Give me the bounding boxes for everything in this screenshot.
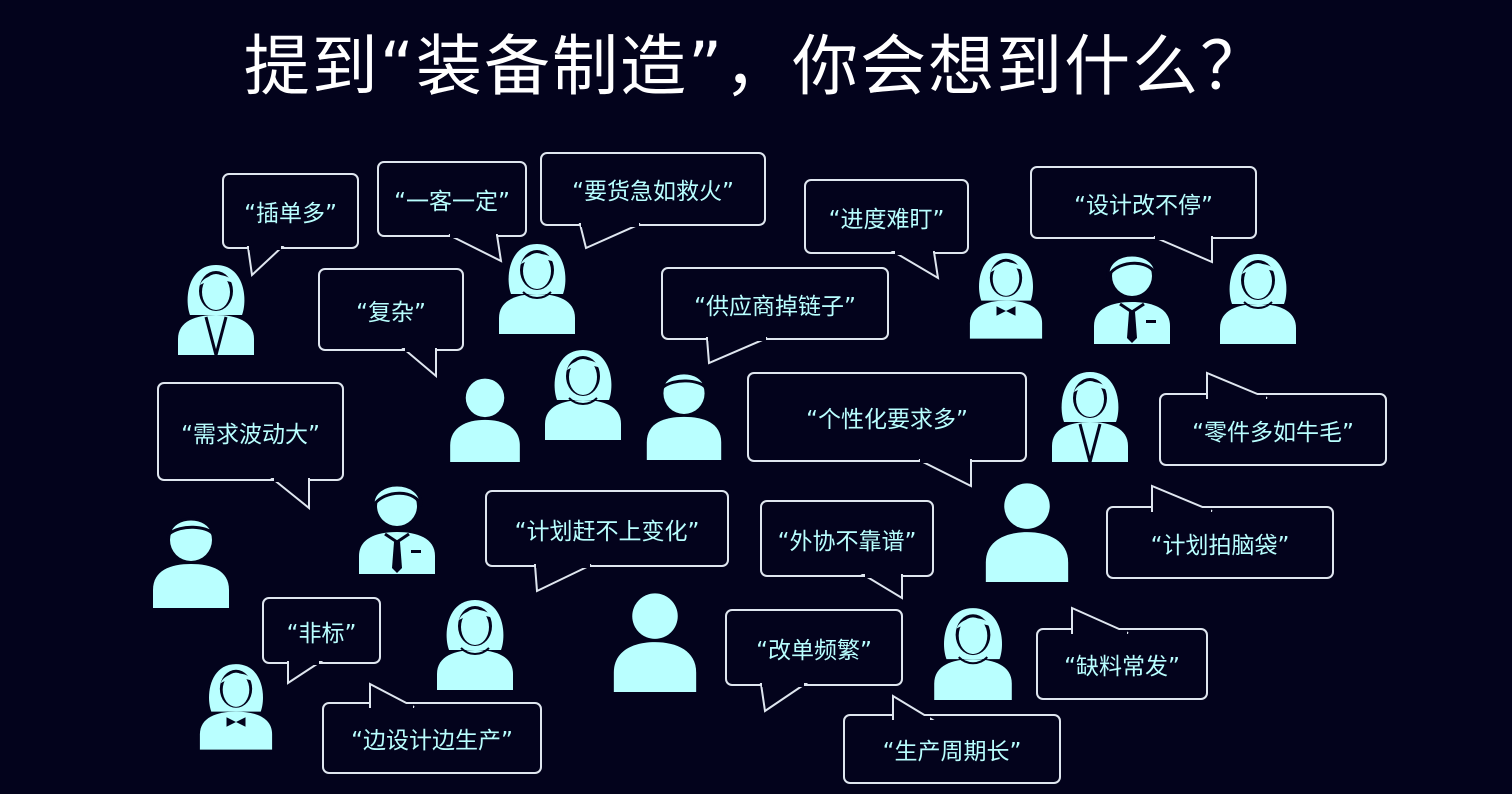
- speech-bubble: “设计改不停”: [1030, 166, 1257, 264]
- bubble-text: “需求波动大”: [181, 421, 320, 448]
- woman-person-icon: [497, 238, 577, 334]
- speech-bubble: “生产周期长”: [843, 694, 1061, 784]
- speech-bubble: “个性化要求多”: [747, 372, 1027, 488]
- woman-person-icon: [1217, 248, 1299, 344]
- person-icon: [444, 374, 526, 462]
- speech-bubble: “边设计边生产”: [322, 682, 542, 774]
- bubble-text: “非标”: [286, 620, 357, 647]
- speech-bubble: “进度难盯”: [804, 179, 969, 280]
- bubble-text: “缺料常发”: [1064, 654, 1180, 680]
- speech-bubble: “外协不靠谱”: [760, 500, 934, 600]
- speech-bubble: “一客一定”: [377, 161, 527, 263]
- woman-suit-person-icon: [176, 259, 256, 355]
- speech-bubble: “非标”: [262, 597, 381, 685]
- bubble-text: “设计改不停”: [1074, 192, 1213, 219]
- speech-bubble: “要货急如救火”: [540, 152, 766, 250]
- man-person-icon: [643, 366, 725, 460]
- bubble-text: “供应商掉链子”: [694, 293, 856, 320]
- bubble-text: “进度难盯”: [828, 206, 945, 233]
- speech-bubble: “插单多”: [222, 173, 359, 278]
- man-tie-person-icon: [356, 478, 438, 574]
- person-icon: [606, 588, 704, 692]
- bubble-text: “一客一定”: [394, 189, 510, 215]
- person-icon: [978, 478, 1076, 582]
- bubble-text: “计划赶不上变化”: [514, 518, 700, 545]
- woman-bowtie-person-icon: [968, 246, 1044, 340]
- page-title: 提到“装备制造”，你会想到什么？: [243, 28, 1269, 105]
- woman-person-icon: [542, 344, 624, 440]
- bubble-text: “外协不靠谱”: [777, 528, 917, 555]
- woman-person-icon: [932, 602, 1014, 700]
- speech-bubble: “计划赶不上变化”: [485, 490, 729, 593]
- bubble-text: “插单多”: [244, 201, 337, 227]
- woman-person-icon: [434, 594, 516, 690]
- man-tie-person-icon: [1092, 248, 1172, 344]
- speech-bubble: “计划拍脑袋”: [1106, 484, 1334, 579]
- bubble-text: “零件多如牛毛”: [1192, 419, 1354, 446]
- bubble-text: “改单频繁”: [756, 637, 872, 664]
- speech-bubble: “缺料常发”: [1036, 606, 1208, 700]
- speech-bubble: “需求波动大”: [157, 382, 344, 511]
- bubble-text: “计划拍脑袋”: [1150, 532, 1290, 559]
- bubble-text: “要货急如救火”: [572, 179, 734, 205]
- speech-bubble: “改单频繁”: [725, 609, 903, 713]
- speech-bubble: “供应商掉链子”: [661, 267, 889, 365]
- man-person-icon: [148, 512, 234, 608]
- woman-bowtie-person-icon: [198, 656, 274, 752]
- woman-suit-person-icon: [1050, 362, 1130, 466]
- bubble-text: “复杂”: [356, 299, 426, 326]
- bubble-text: “边设计边生产”: [351, 728, 513, 754]
- speech-bubble: “零件多如牛毛”: [1159, 371, 1387, 466]
- speech-bubble: “复杂”: [318, 268, 464, 379]
- bubble-text: “个性化要求多”: [806, 407, 968, 433]
- bubble-text: “生产周期长”: [882, 739, 1022, 765]
